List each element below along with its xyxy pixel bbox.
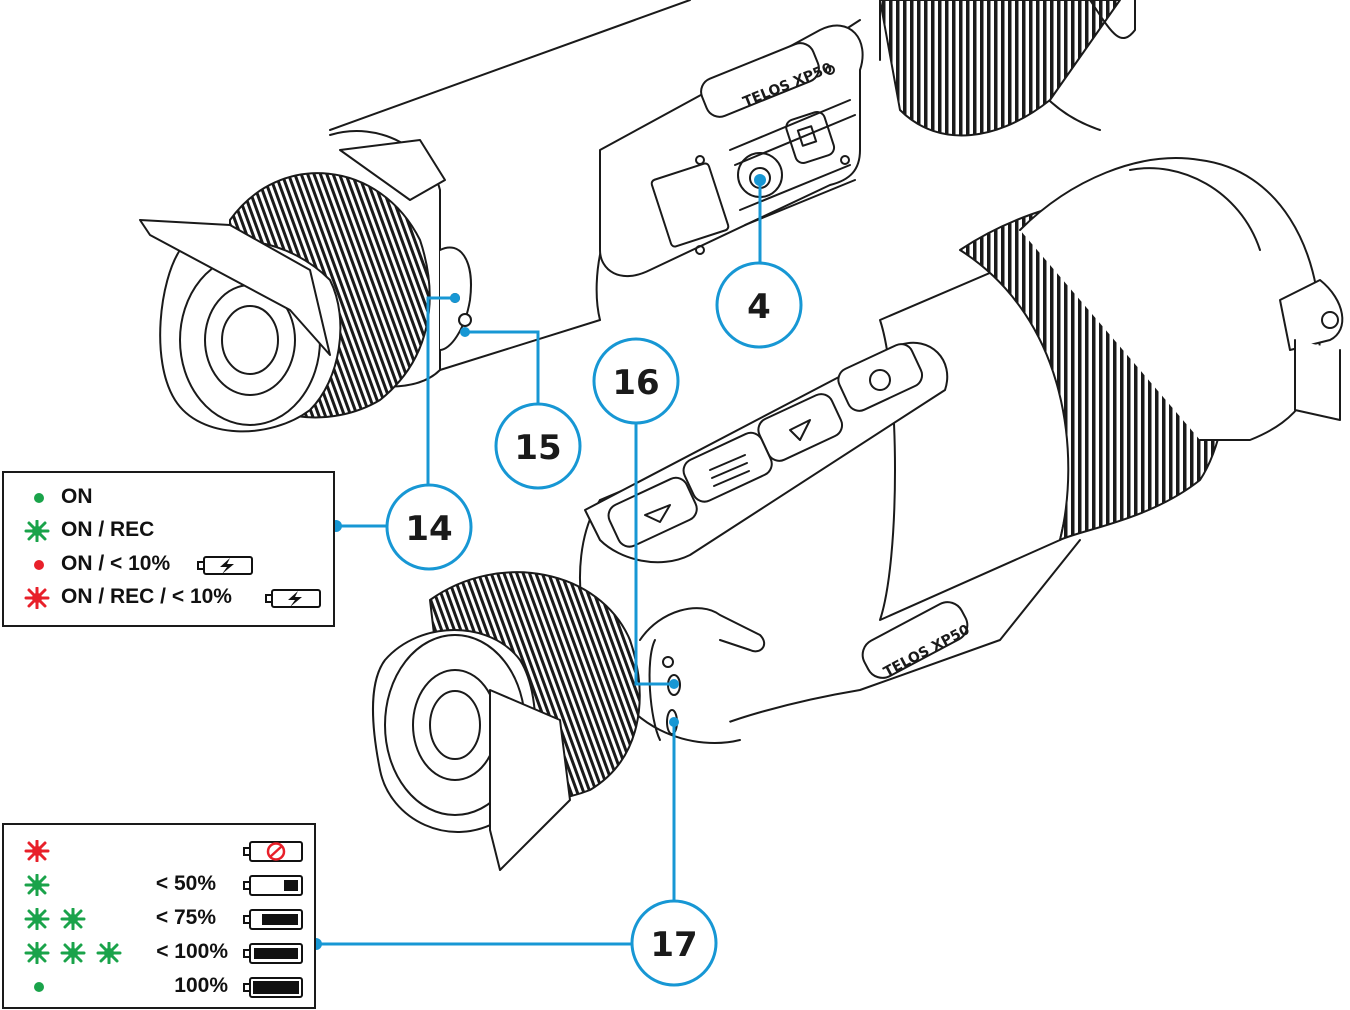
legend-row: ON / REC / < 10%: [4, 581, 333, 615]
callout-14-circle: [385, 483, 473, 571]
green-star-icon: [24, 874, 50, 896]
lower-button-panel: [584, 341, 949, 564]
callout-16-number: 16: [612, 363, 659, 403]
charge-percent: < 100%: [156, 940, 228, 963]
callout-14-leader: [426, 296, 455, 484]
legend-row: < 100%: [4, 936, 314, 970]
green-star-icon: [24, 942, 50, 964]
callout-15-circle: [494, 402, 582, 490]
legend-label: ON / REC: [61, 518, 155, 541]
green-dot-icon: [28, 487, 50, 509]
legend-row: < 50%: [4, 868, 314, 902]
power-indicator-legend: ON ON / REC ON / < 10% ON / REC / < 10%: [2, 471, 335, 627]
charge-percent: < 50%: [155, 872, 216, 895]
legend-label: ON: [61, 485, 93, 508]
callout-15-number: 15: [514, 428, 561, 468]
callout-4-circle: [715, 261, 803, 349]
legend-row: ON / < 10%: [4, 548, 333, 582]
battery-full-icon: [242, 976, 304, 1005]
red-dot-icon: [28, 554, 50, 576]
upper-control-panel: [599, 24, 864, 277]
green-star-icon: [60, 942, 86, 964]
legend-row: ON / REC: [4, 514, 333, 548]
callout-16-leader: [634, 422, 674, 686]
error-battery-icon: [242, 840, 304, 869]
charging-battery-icon: [264, 587, 322, 616]
legend-label: ON / < 10%: [61, 552, 171, 575]
charging-battery-icon: [196, 554, 254, 583]
battery-high-icon: [242, 942, 304, 971]
legend-row: [4, 834, 314, 868]
callout-15-leader: [465, 330, 540, 405]
red-star-icon: [24, 587, 50, 609]
battery-medium-icon: [242, 908, 304, 937]
callout-17-circle: [630, 899, 718, 987]
green-star-icon: [60, 908, 86, 930]
callout-16-circle: [592, 337, 680, 425]
legend-row: 100%: [4, 970, 314, 1004]
callout-14-number: 14: [405, 509, 452, 549]
charge-percent: < 75%: [155, 906, 216, 929]
battery-low-icon: [242, 874, 304, 903]
charge-indicator-legend: < 50% < 75% < 100%: [2, 823, 316, 1009]
callout-17-number: 17: [650, 925, 697, 965]
legend-label: ON / REC / < 10%: [61, 585, 232, 608]
green-star-icon: [96, 942, 122, 964]
legend-row: ON: [4, 481, 333, 515]
green-star-icon: [24, 908, 50, 930]
upper-eyepiece: [139, 130, 472, 433]
red-star-icon: [24, 840, 50, 862]
green-dot-icon: [28, 976, 50, 998]
lower-eyepiece: [372, 571, 766, 871]
charge-percent: 100%: [174, 974, 228, 997]
callout-4-number: 4: [747, 287, 771, 327]
legend-row: < 75%: [4, 902, 314, 936]
green-star-icon: [24, 520, 50, 542]
